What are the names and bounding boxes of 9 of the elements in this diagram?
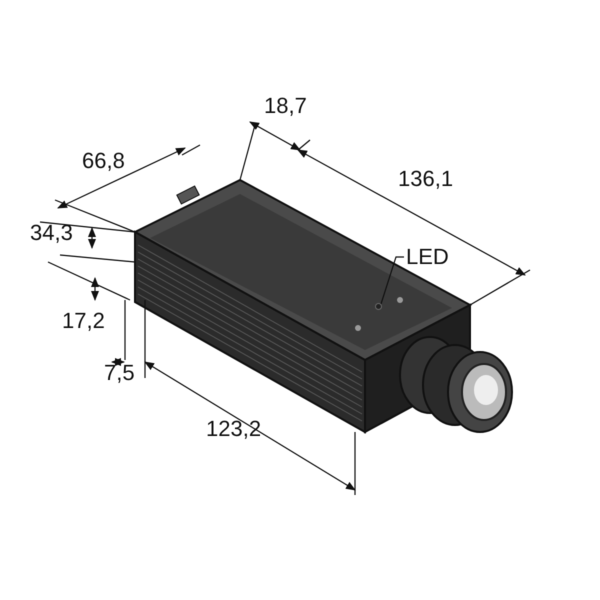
callout-label: LED <box>406 246 449 268</box>
dimension-label: 34,3 <box>30 222 73 244</box>
dimension-label: 17,2 <box>62 310 105 332</box>
dimension-label: 123,2 <box>206 418 262 440</box>
dimension-label: 136,1 <box>398 168 454 190</box>
dimension-label: 18,7 <box>264 95 307 117</box>
dimension-label: 7,5 <box>104 362 135 384</box>
dimension-label: 66,8 <box>82 150 125 172</box>
leader-line <box>380 256 404 304</box>
